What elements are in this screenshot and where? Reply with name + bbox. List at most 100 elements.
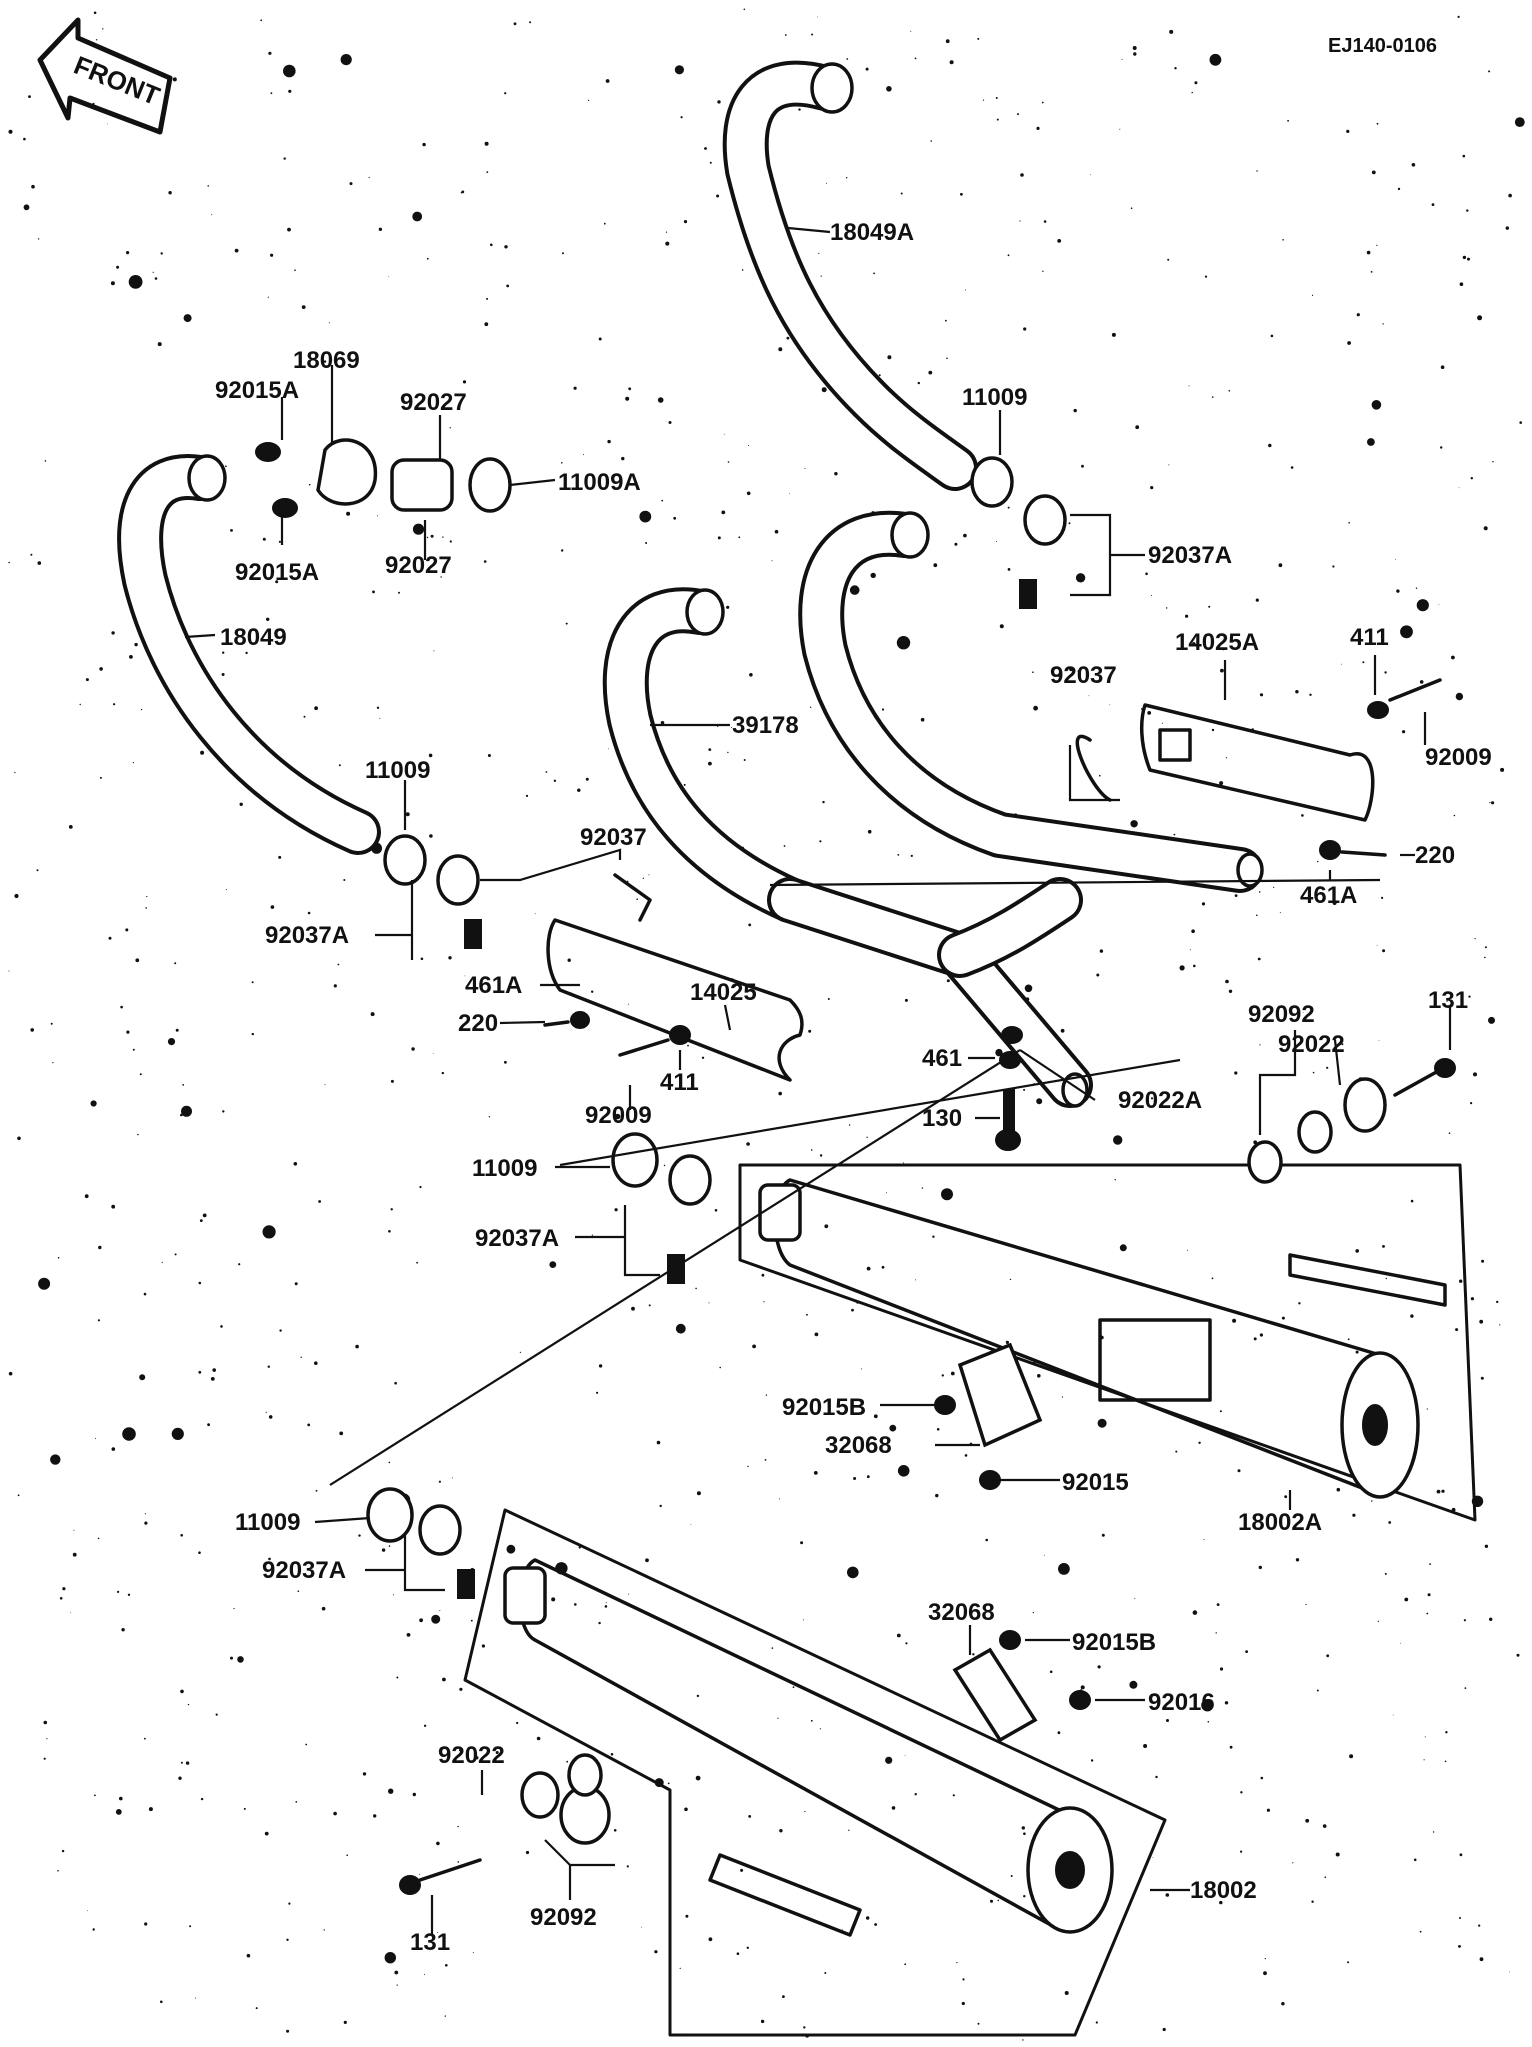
label-92016: 92016 <box>1148 1689 1215 1716</box>
speckle <box>1208 605 1211 608</box>
label-411-left: 411 <box>660 1069 699 1096</box>
speckle <box>536 1736 541 1741</box>
speckle <box>394 1381 397 1385</box>
speckle <box>936 1428 940 1431</box>
speckle <box>1095 2021 1098 2024</box>
speckle <box>865 67 869 71</box>
speckle <box>574 1603 577 1606</box>
speckle <box>1007 254 1010 257</box>
speckle <box>95 39 98 41</box>
speckle <box>1151 595 1152 597</box>
speckle <box>810 1719 813 1722</box>
speckle <box>343 2020 347 2024</box>
speckle <box>1099 949 1104 953</box>
speckle <box>94 1438 96 1439</box>
speckle <box>777 1717 779 1719</box>
speckle <box>307 911 311 915</box>
speckle <box>867 829 872 834</box>
speckle <box>111 631 115 635</box>
speckle <box>1057 239 1062 243</box>
speckle <box>381 1548 386 1552</box>
speckle <box>185 1761 190 1765</box>
label-32068-upper: 32068 <box>825 1432 892 1459</box>
speckle <box>115 1809 122 1815</box>
speckle <box>377 515 378 517</box>
speckle <box>726 605 730 609</box>
speckle <box>731 727 732 728</box>
speckle <box>1426 1408 1428 1410</box>
speckle <box>1311 294 1314 296</box>
speckle <box>954 542 958 546</box>
speckle <box>591 1234 594 1236</box>
speckle <box>1514 117 1525 127</box>
speckle <box>1466 209 1469 212</box>
speckle <box>733 984 736 988</box>
label-92015B-lower: 92015B <box>1072 1629 1156 1656</box>
speckle <box>534 913 536 915</box>
speckle <box>1392 1714 1394 1716</box>
speckle <box>1023 1088 1026 1091</box>
speckle <box>288 1902 291 1905</box>
speckle <box>1203 1539 1205 1540</box>
speckle <box>237 1656 244 1663</box>
speckle <box>1166 1719 1169 1722</box>
label-39178: 39178 <box>732 712 799 739</box>
speckle <box>886 86 892 92</box>
speckle <box>946 979 950 983</box>
speckle <box>1088 695 1090 697</box>
speckle <box>121 1628 125 1632</box>
speckle <box>1173 833 1176 836</box>
speckle <box>1097 1418 1107 1428</box>
speckle <box>851 1308 854 1312</box>
speckle <box>384 1952 396 1964</box>
speckle <box>761 1273 765 1277</box>
speckle <box>846 177 848 179</box>
speckle <box>1516 1653 1520 1657</box>
speckle <box>212 1368 216 1372</box>
speckle <box>1022 2039 1024 2041</box>
speckle <box>171 1427 184 1440</box>
speckle <box>23 137 26 141</box>
speckle <box>827 998 830 1000</box>
speckle <box>486 171 489 174</box>
speckle <box>52 1062 54 1064</box>
speckle <box>1150 486 1154 490</box>
speckle <box>1121 59 1123 61</box>
speckle <box>1440 446 1443 449</box>
speckle <box>1366 250 1371 255</box>
speckle <box>288 89 292 93</box>
speckle <box>1057 1731 1061 1735</box>
speckle <box>117 1590 120 1593</box>
speckle <box>1257 957 1261 961</box>
speckle <box>99 776 102 779</box>
speckle <box>808 1029 812 1033</box>
speckle <box>798 108 801 111</box>
speckle <box>1295 1558 1300 1562</box>
speckle <box>412 523 425 535</box>
header-pipe-18049A <box>722 60 978 491</box>
speckle <box>738 536 741 539</box>
speckle <box>194 1997 196 1999</box>
speckle <box>183 314 192 323</box>
speckle <box>723 433 725 435</box>
speckle <box>1395 558 1396 560</box>
speckle <box>106 123 108 125</box>
speckle <box>598 1364 603 1368</box>
speckle <box>110 281 115 286</box>
speckle <box>950 1371 955 1376</box>
speckle <box>1253 1337 1257 1341</box>
speckle <box>1508 193 1512 198</box>
speckle <box>1201 1699 1214 1712</box>
speckle <box>1119 128 1121 130</box>
speckle <box>1445 1731 1448 1734</box>
speckle <box>1448 1132 1451 1134</box>
speckle <box>641 1926 643 1928</box>
speckle <box>129 655 133 659</box>
speckle <box>283 157 286 160</box>
speckle <box>1281 1316 1285 1320</box>
speckle <box>152 271 154 273</box>
label-11009A: 11009A <box>558 469 641 496</box>
speckle <box>853 1477 857 1480</box>
speckle <box>1382 1245 1385 1248</box>
speckle <box>1010 1875 1013 1877</box>
